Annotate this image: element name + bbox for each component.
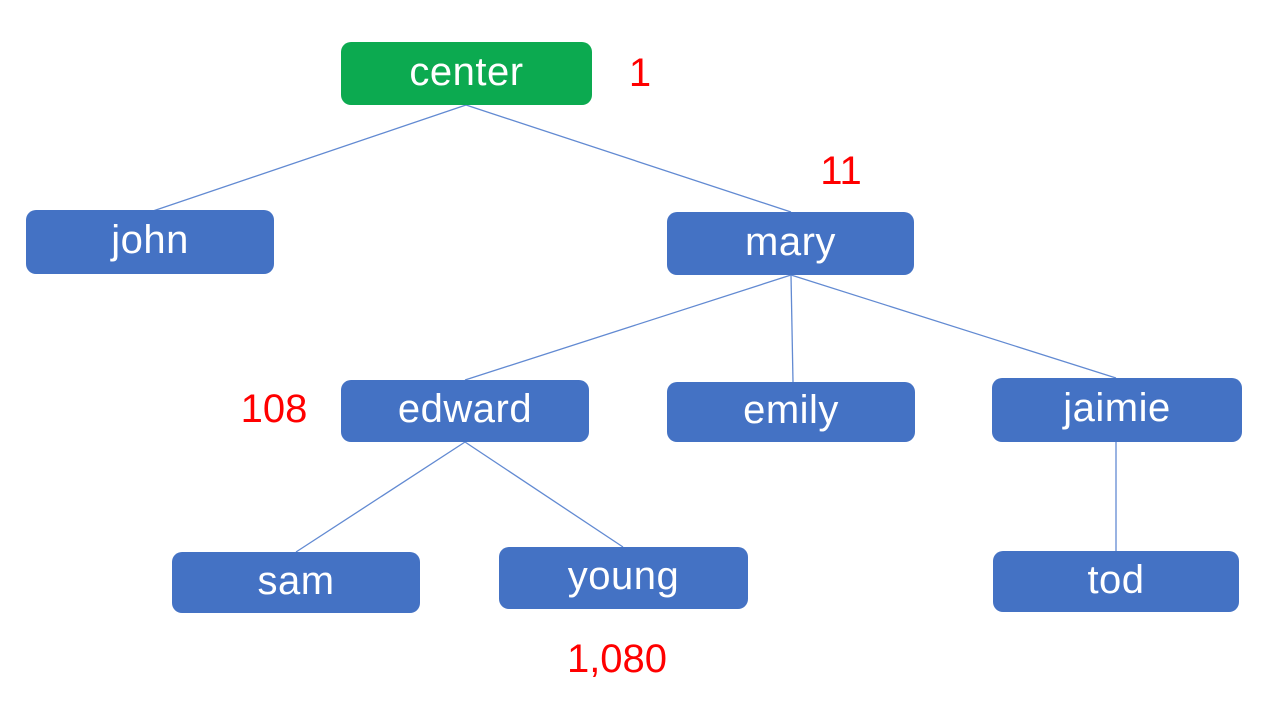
edge-center-mary	[465, 104, 792, 213]
node-edward: edward	[341, 380, 589, 442]
node-sam-label: sam	[257, 558, 335, 603]
annotation-edward-count: 108	[240, 387, 308, 431]
node-center-label: center	[409, 49, 524, 94]
node-emily-label: emily	[743, 388, 839, 432]
node-center: center	[341, 42, 592, 105]
annotation-young-count: 1,080	[566, 637, 668, 681]
edge-mary-edward	[464, 274, 792, 381]
edge-edward-sam	[295, 441, 466, 553]
node-emily: emily	[667, 382, 915, 442]
node-young: young	[499, 547, 748, 609]
node-jaimie: jaimie	[992, 378, 1242, 442]
edge-edward-young	[464, 441, 624, 548]
node-john-label: john	[111, 218, 189, 262]
node-tod-label: tod	[1087, 557, 1145, 602]
node-john: john	[26, 210, 274, 274]
annotation-mary-count: 11	[820, 149, 862, 193]
node-edward-label: edward	[397, 387, 533, 431]
edge-mary-jaimie	[790, 274, 1117, 379]
edge-mary-emily	[790, 274, 794, 383]
edge-center-john	[149, 104, 467, 213]
annotation-center-count: 1	[628, 51, 652, 95]
node-jaimie-label: jaimie	[1063, 386, 1171, 430]
node-mary: mary	[667, 212, 914, 275]
node-tod: tod	[993, 551, 1239, 612]
node-mary-label: mary	[745, 219, 836, 264]
node-sam: sam	[172, 552, 420, 613]
node-young-label: young	[567, 554, 680, 598]
